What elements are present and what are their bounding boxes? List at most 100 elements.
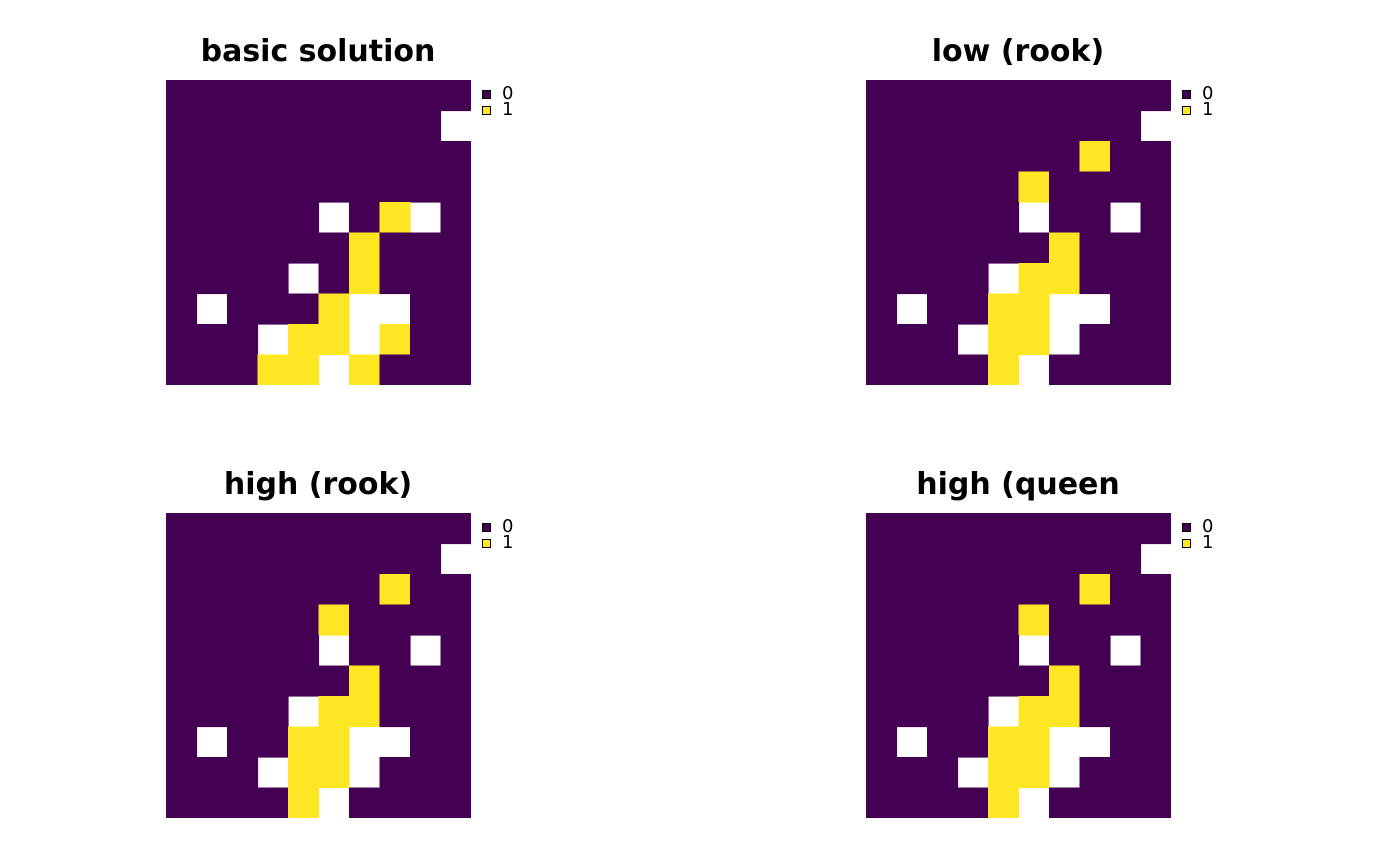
raster-cell — [440, 141, 471, 173]
raster-cell — [1079, 263, 1111, 295]
raster-cell — [927, 757, 959, 789]
raster-cell — [988, 574, 1020, 606]
raster-cell — [318, 726, 350, 758]
raster-cell — [410, 110, 442, 142]
raster-cell — [257, 543, 289, 575]
raster-cell — [410, 171, 442, 203]
raster-cell — [349, 202, 381, 234]
raster-cell — [1079, 513, 1111, 545]
raster-cell — [349, 543, 381, 575]
raster-cell — [196, 171, 228, 203]
raster-cell — [196, 202, 228, 234]
raster-cell — [927, 232, 959, 264]
raster-cell — [440, 263, 471, 295]
raster-cell — [927, 202, 959, 234]
raster-cell — [410, 293, 442, 325]
raster-cell — [288, 757, 320, 789]
raster-cell — [866, 324, 898, 356]
raster-cell — [410, 574, 442, 606]
raster-cell — [957, 80, 989, 112]
raster-cell — [440, 513, 471, 545]
raster-cell — [1140, 171, 1171, 203]
raster-cell — [896, 202, 928, 234]
raster-cell — [166, 141, 198, 173]
raster-cell — [866, 543, 898, 575]
raster-cell — [288, 604, 320, 636]
raster-cell — [257, 293, 289, 325]
raster-cell — [166, 574, 198, 606]
raster-cell — [318, 696, 350, 728]
raster-cell — [1079, 232, 1111, 264]
raster-cell — [196, 141, 228, 173]
raster-cell — [379, 80, 411, 112]
legend-swatch — [482, 538, 491, 548]
raster-cell — [1018, 665, 1050, 697]
raster-cell — [1140, 726, 1171, 758]
raster-cell — [1079, 635, 1111, 667]
raster-cell — [379, 141, 411, 173]
legend-label: 0 — [1202, 83, 1214, 104]
raster-cell — [410, 141, 442, 173]
raster-cell — [196, 354, 228, 385]
raster-cell — [866, 232, 898, 264]
raster-cell — [257, 604, 289, 636]
raster-cell — [896, 574, 928, 606]
raster-cell — [1018, 293, 1050, 325]
raster-cell — [1018, 696, 1050, 728]
raster-cell — [988, 787, 1020, 818]
raster-cell — [440, 202, 471, 234]
raster-cell — [866, 171, 898, 203]
raster-cell — [1079, 171, 1111, 203]
raster-cell — [957, 726, 989, 758]
raster-cell — [227, 354, 259, 385]
raster-cell — [379, 324, 411, 356]
raster-cell — [227, 757, 259, 789]
raster-cell — [227, 171, 259, 203]
raster-cell — [257, 726, 289, 758]
chart-title: high (rook) — [223, 467, 413, 502]
raster-cell — [440, 635, 471, 667]
raster-cell — [410, 696, 442, 728]
raster-cell — [957, 232, 989, 264]
raster-cell — [410, 757, 442, 789]
raster-cell — [866, 757, 898, 789]
raster-cell — [440, 324, 471, 356]
raster-cell — [318, 543, 350, 575]
raster-cell — [1018, 513, 1050, 545]
raster-cell — [866, 202, 898, 234]
raster-cell — [257, 354, 289, 385]
raster-cell — [1140, 513, 1171, 545]
raster-cell — [196, 110, 228, 142]
raster-cell — [318, 574, 350, 606]
raster-cell — [379, 354, 411, 385]
raster-cell — [379, 543, 411, 575]
raster-cell — [957, 543, 989, 575]
raster-cell — [166, 696, 198, 728]
raster-cell — [318, 263, 350, 295]
raster-cell — [1079, 757, 1111, 789]
raster-cell — [288, 202, 320, 234]
legend-item: 1 — [1182, 534, 1213, 552]
raster-cell — [288, 635, 320, 667]
raster-cell — [866, 141, 898, 173]
legend-item: 0 — [1182, 518, 1213, 536]
raster-cell — [1049, 232, 1081, 264]
raster-cell — [896, 513, 928, 545]
raster-cell — [440, 171, 471, 203]
chart-title: low (rook) — [931, 34, 1105, 69]
raster-cell — [866, 635, 898, 667]
raster-cell — [957, 696, 989, 728]
raster-cell — [440, 787, 471, 818]
raster-cell — [927, 324, 959, 356]
raster-cell — [927, 513, 959, 545]
raster-cell — [379, 513, 411, 545]
raster-cell — [288, 171, 320, 203]
raster-cell — [227, 513, 259, 545]
raster-cell — [318, 757, 350, 789]
raster-cell — [379, 604, 411, 636]
raster-cell — [349, 110, 381, 142]
raster-cell — [379, 202, 411, 234]
raster-cell — [440, 293, 471, 325]
raster-cell — [349, 696, 381, 728]
raster-cell — [1110, 110, 1142, 142]
